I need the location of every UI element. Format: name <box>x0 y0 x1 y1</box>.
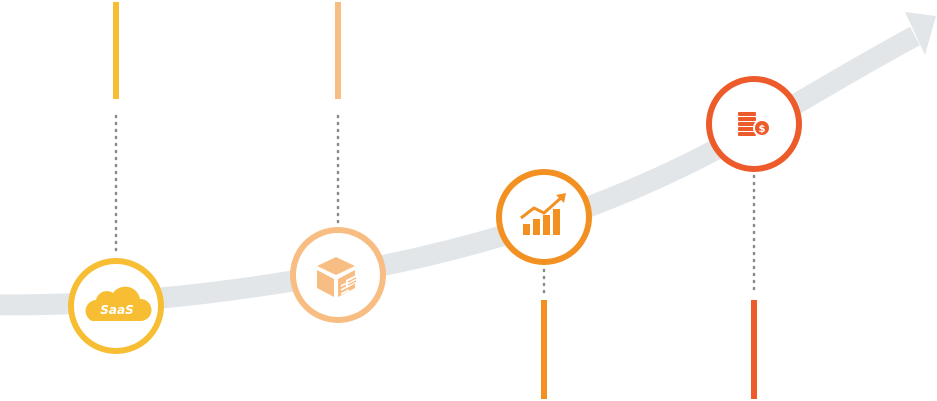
milestone-box <box>290 2 386 323</box>
saas-cloud-icon: SaaS <box>85 286 152 321</box>
milestone-saas: SaaS <box>68 2 164 354</box>
growth-chart-icon <box>520 193 566 235</box>
coins-dollar-icon: $ <box>738 112 771 137</box>
milestone-ring <box>290 227 386 323</box>
growth-arrowhead <box>905 12 936 55</box>
saas-icon-label: SaaS <box>100 303 133 317</box>
milestone-revenue: $ <box>706 76 802 399</box>
dollar-sign-glyph: $ <box>759 124 766 135</box>
product-box-icon <box>317 257 358 297</box>
milestone-growth <box>496 169 592 399</box>
